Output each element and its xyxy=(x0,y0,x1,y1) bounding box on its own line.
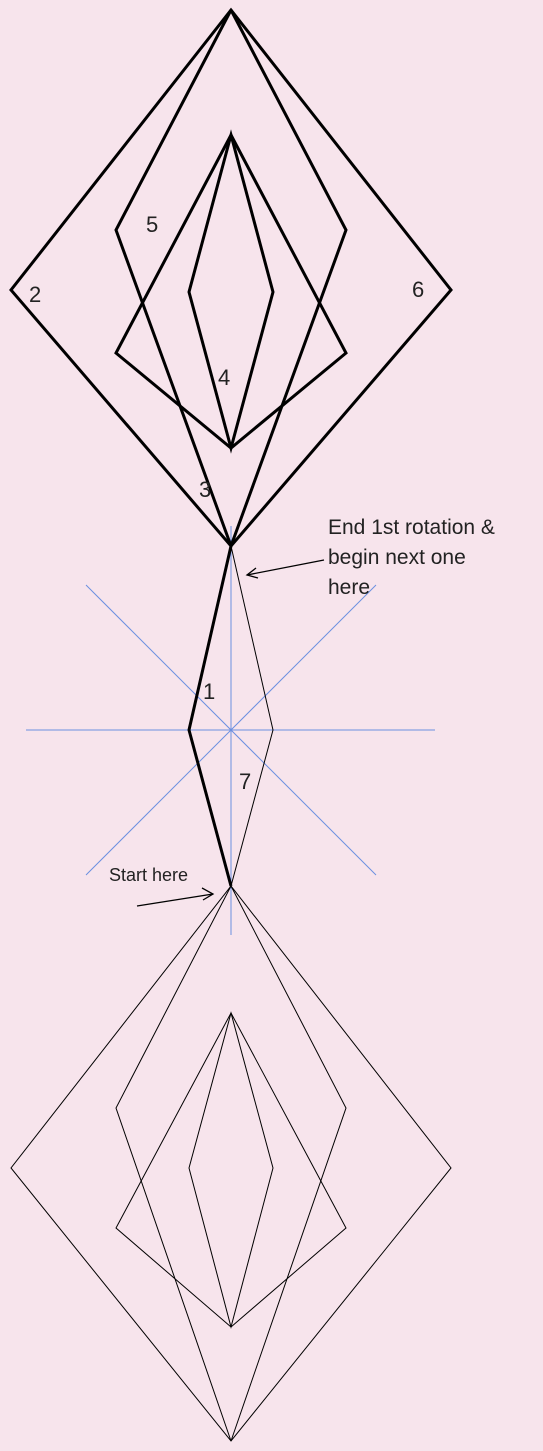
guide-axis-diagonal-2 xyxy=(85,584,377,876)
end-note-line-3: here xyxy=(328,576,370,599)
stroke-1-path xyxy=(187,545,233,887)
step-number-3: 3 xyxy=(199,477,211,502)
bottom-figure xyxy=(10,885,452,1442)
left-medium-diamond-bottom xyxy=(115,885,232,1442)
step-number-5: 5 xyxy=(146,212,158,237)
end-arrow-icon xyxy=(245,559,325,579)
small-diamond-bottom xyxy=(188,1011,274,1329)
start-note: Start here xyxy=(109,865,188,885)
start-annotation: Start here xyxy=(109,865,215,907)
start-arrow-icon xyxy=(136,887,215,907)
inner-diamond-bottom xyxy=(115,1011,347,1328)
right-medium-diamond-bottom xyxy=(230,885,347,1442)
big-diamond-bottom xyxy=(10,885,452,1442)
step-numbers: 2 5 6 4 3 1 7 xyxy=(29,212,424,794)
step-number-6: 6 xyxy=(412,277,424,302)
stroke-7-path xyxy=(230,545,274,887)
left-medium-diamond-top xyxy=(114,9,233,547)
central-diamond xyxy=(187,545,274,887)
end-note-line-2: begin next one xyxy=(328,546,466,569)
step-number-1: 1 xyxy=(203,679,215,704)
inner-diamond-top xyxy=(114,131,348,450)
end-note-line-1: End 1st rotation & xyxy=(328,516,495,539)
step-number-2: 2 xyxy=(29,282,41,307)
step-number-7: 7 xyxy=(239,769,251,794)
small-diamond-top xyxy=(187,129,275,454)
step-number-4: 4 xyxy=(218,365,230,390)
guide-axes xyxy=(26,526,435,935)
top-figure xyxy=(9,7,453,549)
right-medium-diamond-top xyxy=(229,9,348,547)
end-rotation-annotation: End 1st rotation & begin next one here xyxy=(245,516,495,599)
big-diamond-top xyxy=(9,7,453,549)
